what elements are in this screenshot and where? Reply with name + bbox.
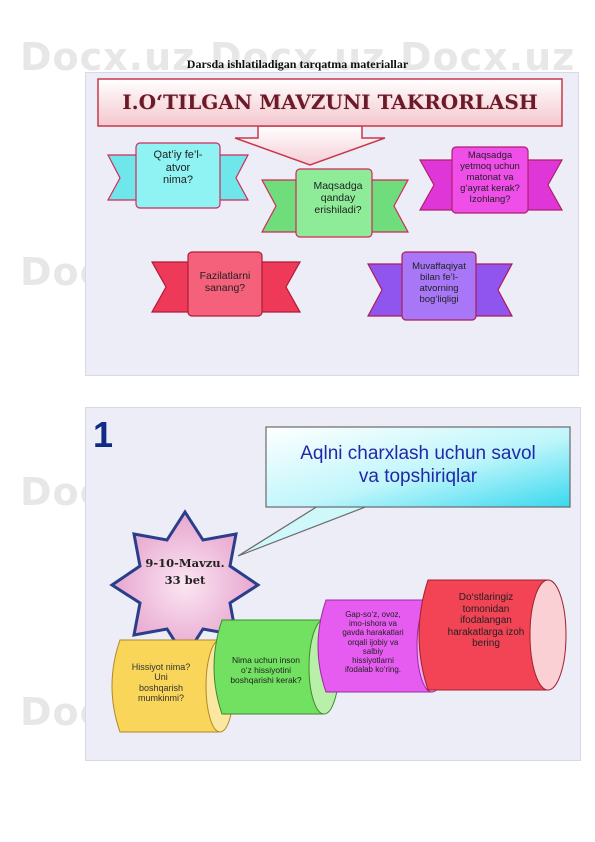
ribbon-label-reach-goal: Maqsadga qanday erishiladi? bbox=[313, 180, 363, 217]
title-banner bbox=[97, 78, 563, 166]
scroll-label-friends-actions: Do‘stlaringiz tomonidan ifodalangan hara… bbox=[447, 592, 525, 649]
scroll-red bbox=[418, 579, 567, 691]
ribbon-magenta bbox=[418, 146, 564, 214]
ribbon-label-success: Muvaffaqiyat bilan fe’l- atvorning bog‘l… bbox=[412, 261, 466, 305]
review-banner-title: I.O‘TILGAN MAVZUNI TAKRORLASH bbox=[122, 90, 538, 114]
ribbon-label-virtues: Fazilatlarni sanang? bbox=[199, 270, 251, 295]
scroll-label-emotion: Hissiyot nima? Uni boshqarish mumkinmi? bbox=[131, 662, 191, 704]
ribbon-violet bbox=[366, 251, 514, 321]
ribbon-red bbox=[150, 251, 302, 317]
ribbon-cyan bbox=[106, 142, 250, 209]
document-title: Darsda ishlatiladigan tarqatma materiall… bbox=[186, 57, 409, 71]
scroll-label-control-emotions: Nima uchun inson o‘z hissiyotini boshqar… bbox=[230, 655, 302, 685]
ribbon-green bbox=[260, 168, 410, 238]
ribbon-label-perseverance: Maqsadga yetmoq uchun matonat va g‘ayrat… bbox=[460, 150, 520, 205]
ribbon-label-strong-character: Qat’iy fe’l- atvor nima? bbox=[153, 149, 203, 187]
slide-number: 1 bbox=[93, 414, 114, 455]
scroll-label-express-emotions: Gap-so‘z, ovoz, imo-ishora va gavda hara… bbox=[342, 610, 404, 675]
callout-title: Aqlni charxlash uchun savol va topshiriq… bbox=[300, 443, 536, 487]
topic-star-label: 9-10-Mavzu. 33 bet bbox=[145, 556, 225, 588]
callout-box bbox=[237, 426, 571, 557]
